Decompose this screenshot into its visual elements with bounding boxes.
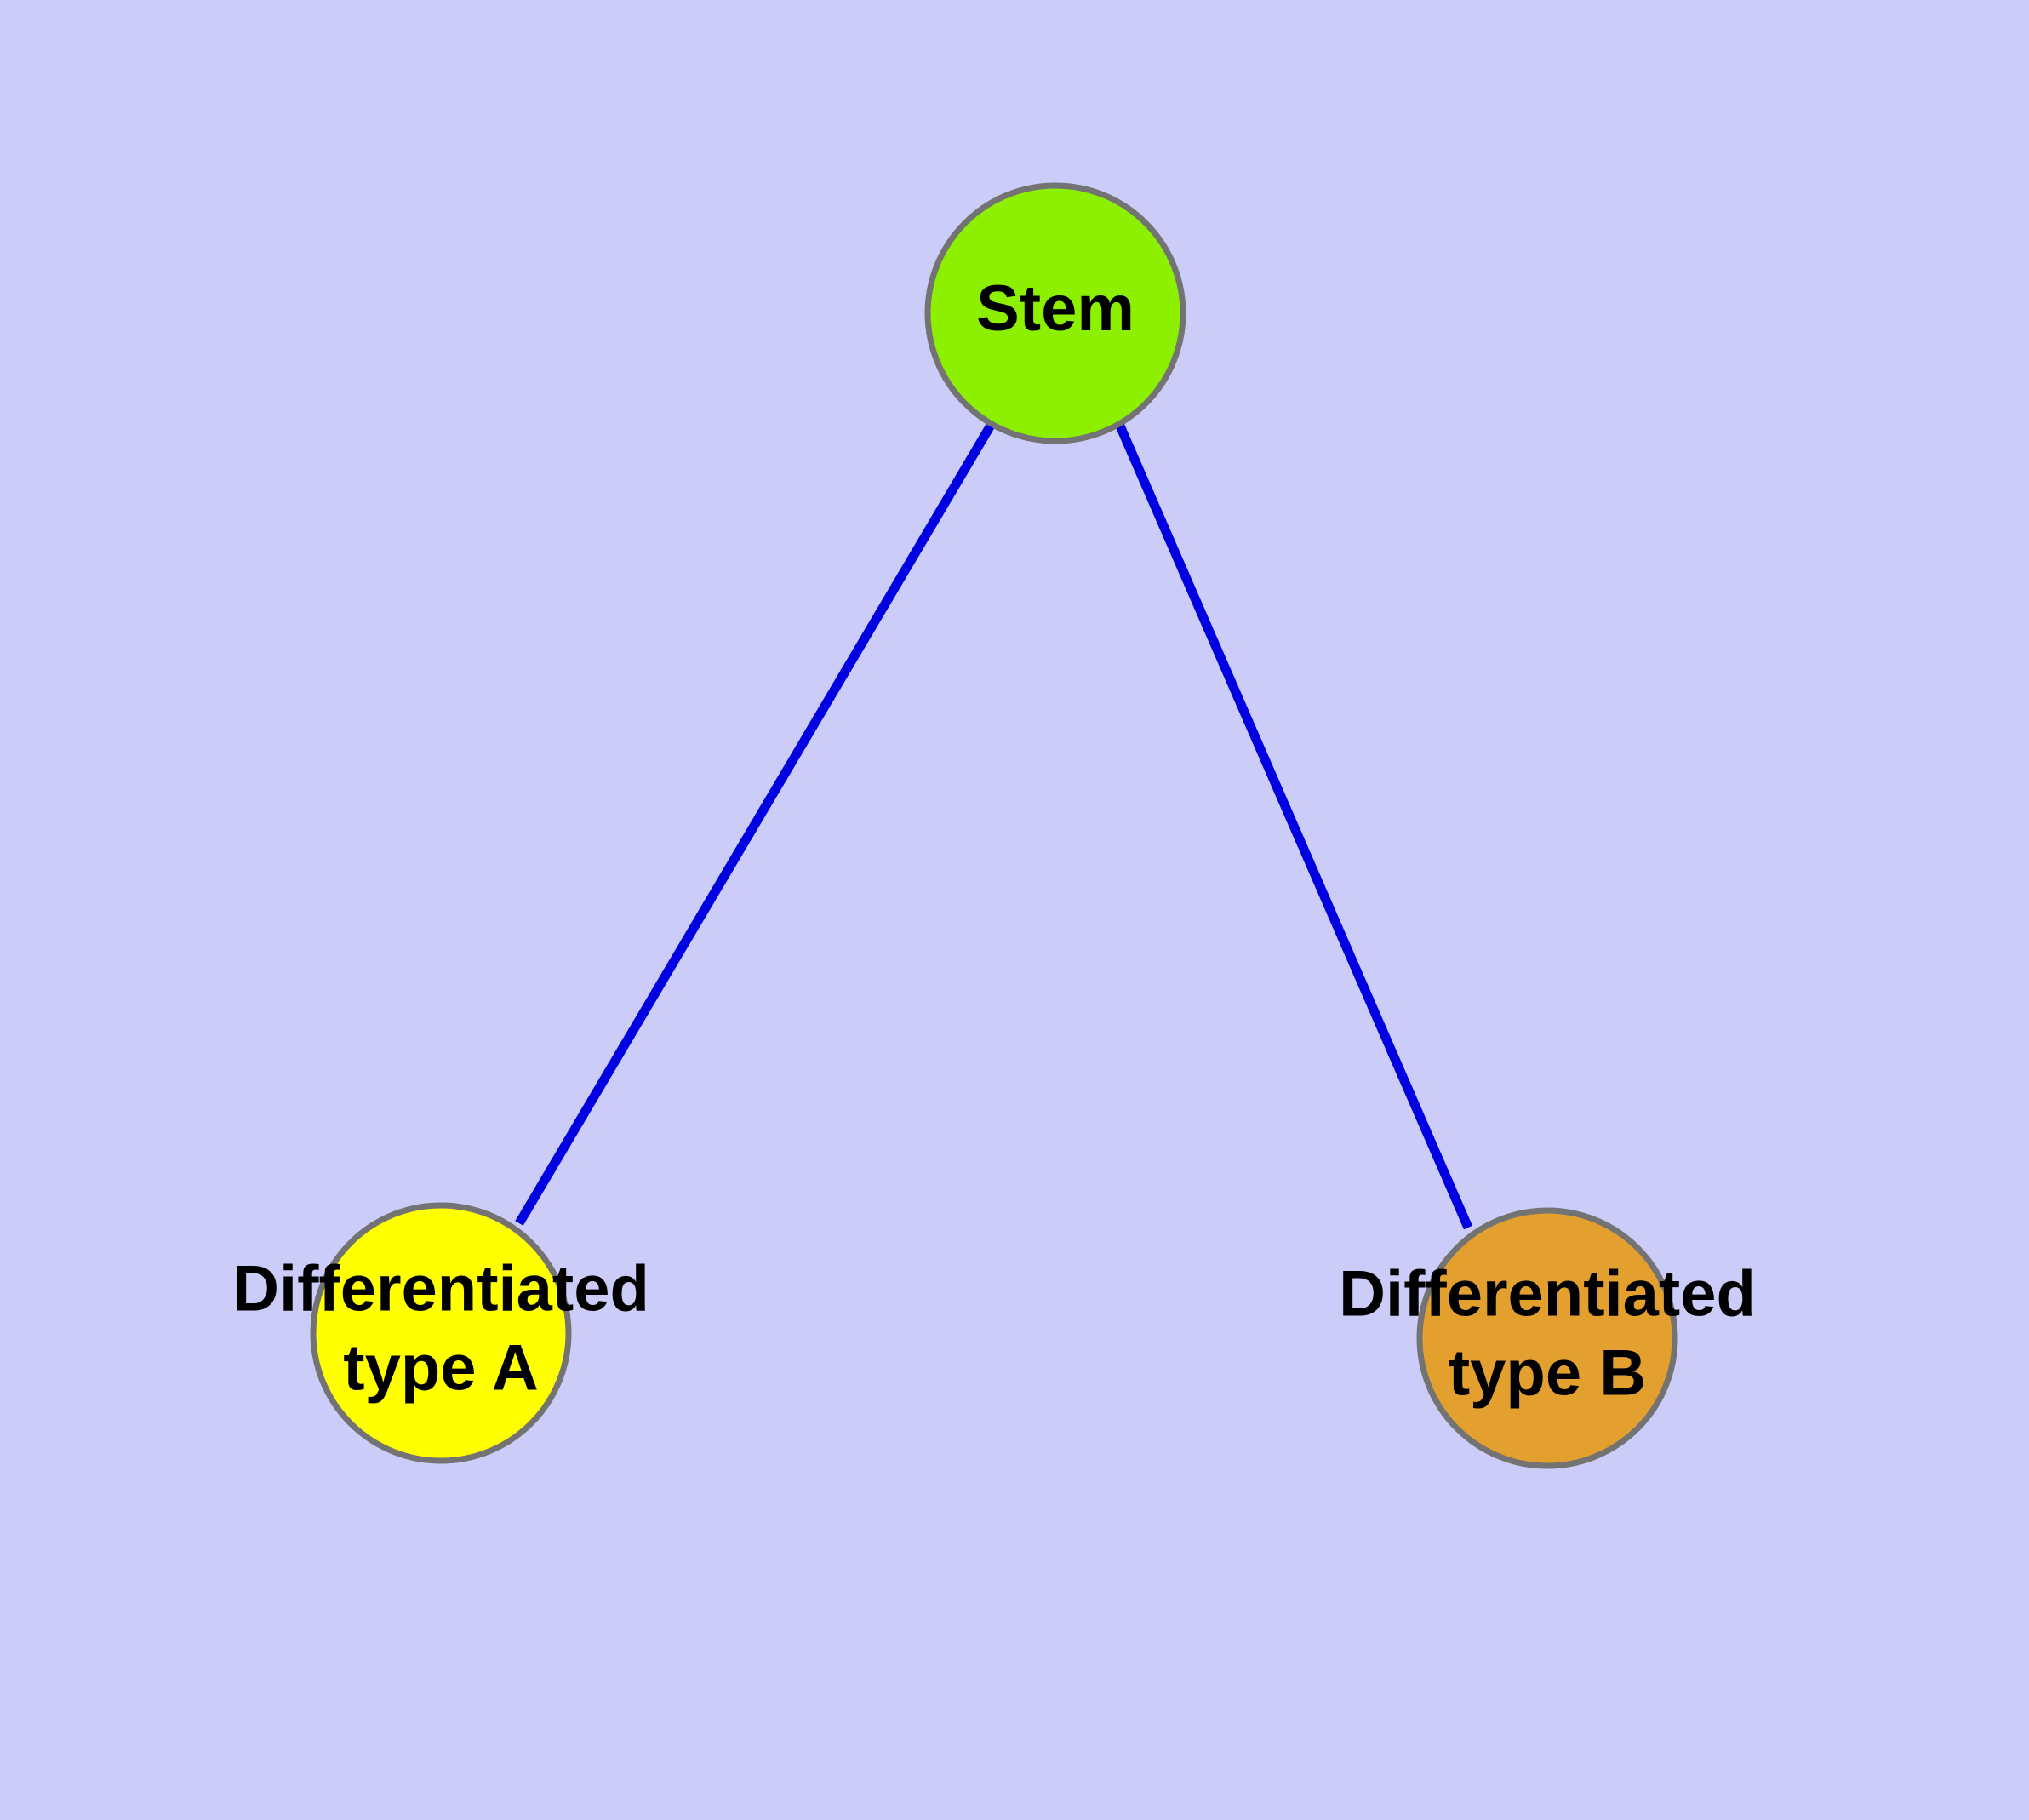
node-differentiated-type-a-circle[interactable] <box>310 1202 572 1464</box>
edge-stem-to-differentiated-type-b[interactable] <box>1114 421 1473 1230</box>
node-stem-circle[interactable] <box>924 182 1186 444</box>
node-differentiated-type-b-circle[interactable] <box>1416 1207 1678 1469</box>
edge-layer <box>515 421 1473 1230</box>
node-label-line: Stem <box>976 272 1135 345</box>
edge-stem-to-differentiated-type-a[interactable] <box>515 421 996 1226</box>
node-label-line: Differentiated <box>1339 1258 1756 1331</box>
node-label-line: type A <box>343 1331 538 1404</box>
node-label-line: type B <box>1449 1336 1646 1409</box>
node-layer <box>310 182 1678 1469</box>
node-stem-label: Stem <box>976 272 1135 345</box>
node-label-line: Differentiated <box>232 1253 649 1325</box>
